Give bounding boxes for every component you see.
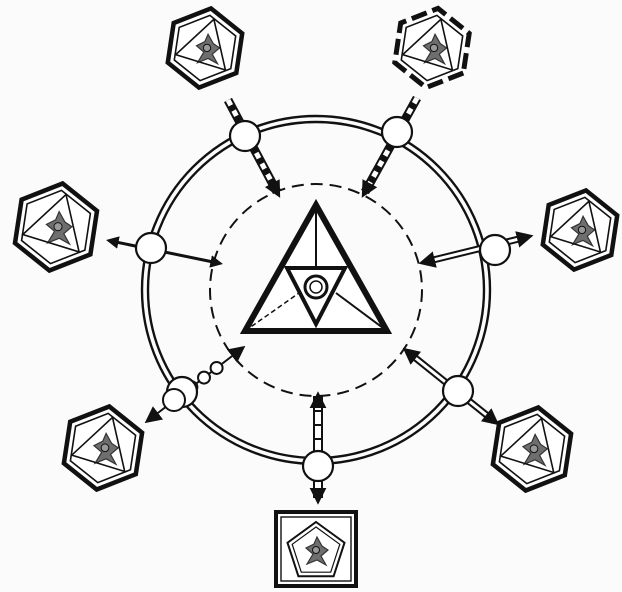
- junction-right: [480, 235, 510, 265]
- junction-extra-bottom-left: [163, 389, 185, 411]
- junction-top-left: [230, 121, 260, 151]
- junction-left: [136, 233, 166, 263]
- junction-bottom-right: [443, 376, 473, 406]
- node-bottom: [276, 512, 356, 586]
- junction-top-right: [382, 117, 412, 147]
- junction-bottom: [303, 451, 333, 481]
